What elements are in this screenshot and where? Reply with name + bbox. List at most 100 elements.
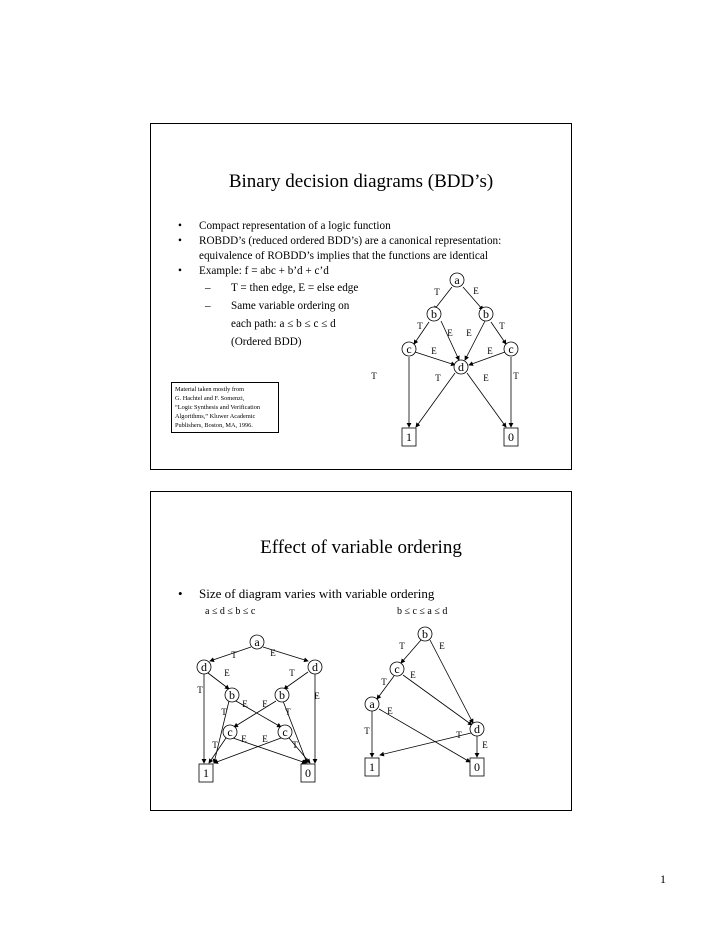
subbullet-edges: T = then edge, E = else edge: [175, 281, 555, 296]
label-c: c: [282, 725, 287, 739]
edge-label-t: T: [513, 371, 519, 381]
terminal-zero: [503, 427, 519, 447]
label-one: 1: [406, 430, 412, 444]
edge-label-t: T: [212, 740, 218, 750]
edge-b2-c2-then: [490, 321, 507, 345]
bullet-dot: •: [178, 586, 183, 601]
node-b: [426, 306, 442, 322]
edge-label-t: T: [399, 641, 405, 651]
label-d: d: [474, 722, 480, 736]
bullet-compact: Compact representation of a logic functi…: [175, 219, 555, 234]
label-d: d: [312, 660, 318, 674]
edge-label-e: E: [224, 668, 230, 678]
label-zero: 0: [305, 766, 311, 780]
edge-label-e: E: [487, 346, 493, 356]
terminal-one: [364, 757, 380, 777]
label-b: b: [279, 688, 285, 702]
node-d: [453, 359, 469, 375]
edge-label-t: T: [417, 321, 423, 331]
terminal-one: [401, 427, 417, 447]
label-b: b: [229, 688, 235, 702]
node-c: [277, 724, 293, 740]
node-b: [274, 687, 290, 703]
terminal-one: [198, 763, 214, 783]
edge-c2-d-else: [468, 351, 506, 366]
edge-label-e: E: [314, 691, 320, 701]
note-line: “Logic Synthesis and Verification: [175, 404, 261, 411]
edge-label-t: T: [221, 707, 227, 717]
robdd-diagram: a b b c c d 1 0 T E T E E T E E T T E T: [371, 272, 519, 447]
label-c: c: [508, 342, 513, 356]
edge-d-one-then: [415, 372, 456, 428]
note-line: Publishers, Boston, MA, 1996.: [175, 422, 253, 429]
note-line: Material taken mostly from: [175, 386, 245, 393]
edge-label-e: E: [482, 740, 488, 750]
label-a: a: [454, 273, 460, 287]
bullet-example: Example: f = abc + b’d + c’d: [175, 264, 555, 279]
slide-2-title: Effect of variable ordering: [260, 537, 462, 558]
edge-label-t: T: [289, 668, 295, 678]
edge-label-e: E: [447, 328, 453, 338]
page-number: 1: [660, 872, 666, 886]
node-a: [449, 272, 465, 288]
label-b: b: [483, 307, 489, 321]
edge-label-t: T: [499, 321, 505, 331]
edge-label-e: E: [410, 670, 416, 680]
edge-label-e: E: [439, 641, 445, 651]
edge-b1-d-else: [440, 320, 460, 361]
node-d: [469, 721, 485, 737]
terminal-zero: [469, 757, 485, 777]
edge-label-t: T: [456, 730, 462, 740]
edge-label-t: T: [435, 373, 441, 383]
node-a: [364, 696, 380, 712]
label-c: c: [394, 662, 399, 676]
node-b: [417, 626, 433, 642]
ordering-right: b ≤ c ≤ a ≤ d: [397, 606, 448, 617]
node-a: [249, 634, 265, 650]
edge-label-e: E: [466, 328, 472, 338]
node-b: [478, 306, 494, 322]
subbullet-path: each path: a ≤ b ≤ c ≤ d: [231, 318, 336, 330]
label-a: a: [369, 697, 375, 711]
edge-d-zero-else: [466, 372, 507, 428]
edge-label-t: T: [285, 707, 291, 717]
edge-label-t: T: [364, 726, 370, 736]
node-c: [503, 341, 519, 357]
label-c: c: [406, 342, 411, 356]
node-c: [222, 724, 238, 740]
note-line: Algorithms,” Kluwer Academic: [175, 413, 256, 420]
edge-label-e: E: [431, 346, 437, 356]
label-a: a: [254, 635, 260, 649]
edge-label-e: E: [262, 734, 268, 744]
edge-b2-d-else: [464, 320, 486, 361]
edge-label-e: E: [262, 699, 268, 709]
slide-1: Binary decision diagrams (BDD’s) Compact…: [150, 123, 572, 470]
slide-2: Effect of variable ordering •Size of dia…: [150, 491, 572, 811]
edge-label-e: E: [242, 699, 248, 709]
edge-b1-c1-then: [413, 321, 430, 345]
bullet-size: •Size of diagram varies with variable or…: [175, 586, 434, 602]
label-zero: 0: [474, 760, 480, 774]
edge-label-t: T: [292, 740, 298, 750]
label-b: b: [422, 627, 428, 641]
label-d: d: [201, 660, 207, 674]
label-c: c: [227, 725, 232, 739]
edge-label-t: T: [231, 650, 237, 660]
bdd-diagram-adbc: a d d b b c c 1 0 T E E T T E E E T T E …: [196, 634, 323, 783]
edge-label-t: T: [381, 677, 387, 687]
label-one: 1: [369, 760, 375, 774]
node-b: [224, 687, 240, 703]
bdd-diagram-bcad: b c a d 1 0 T E T E E T T E: [364, 626, 488, 777]
edge-c1-d-else: [414, 351, 456, 367]
edge-label-e: E: [483, 373, 489, 383]
ordering-left: a ≤ d ≤ b ≤ c: [205, 606, 256, 617]
edge-label-e: E: [473, 286, 479, 296]
bullet-robdd: ROBDD’s (reduced ordered BDD’s) are a ca…: [175, 234, 555, 249]
node-d: [307, 659, 323, 675]
edge-label-t: T: [371, 371, 377, 381]
slide-1-bullets: Compact representation of a logic functi…: [175, 219, 555, 350]
edge-label-e: E: [270, 648, 276, 658]
subbullet-obdd: (Ordered BDD): [231, 336, 302, 348]
slide-1-title: Binary decision diagrams (BDD’s): [228, 171, 494, 192]
edge-label-t: T: [434, 287, 440, 297]
